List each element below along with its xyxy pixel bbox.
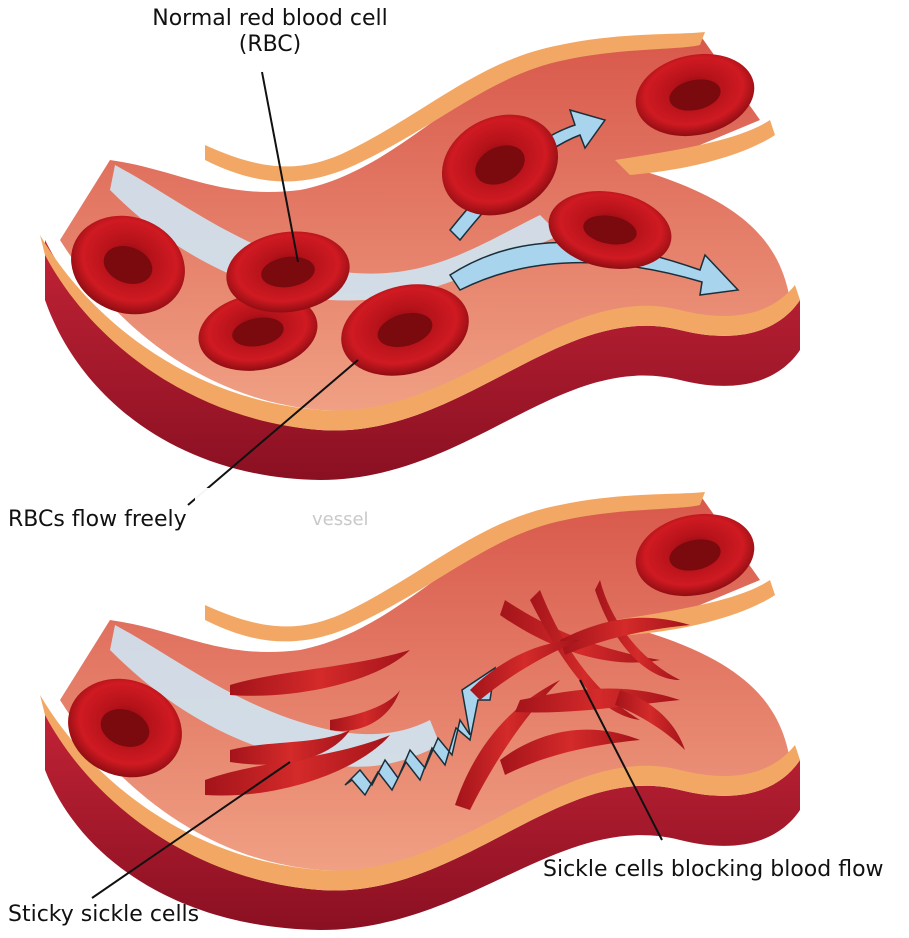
normal-rbc-label-line1: Normal red blood cell (120, 6, 420, 32)
normal-rbc-label-line2: (RBC) (120, 32, 420, 58)
flow-freely-label: RBCs flow freely (8, 507, 187, 533)
sticky-sickle-label: Sticky sickle cells (8, 902, 199, 928)
sickle-blocking-label: Sickle cells blocking blood flow (543, 857, 884, 883)
vessel-fragment-label: vessel (312, 507, 369, 533)
normal-rbc-label: Normal red blood cell (RBC) (120, 6, 420, 58)
watermark-smudge (195, 488, 380, 583)
